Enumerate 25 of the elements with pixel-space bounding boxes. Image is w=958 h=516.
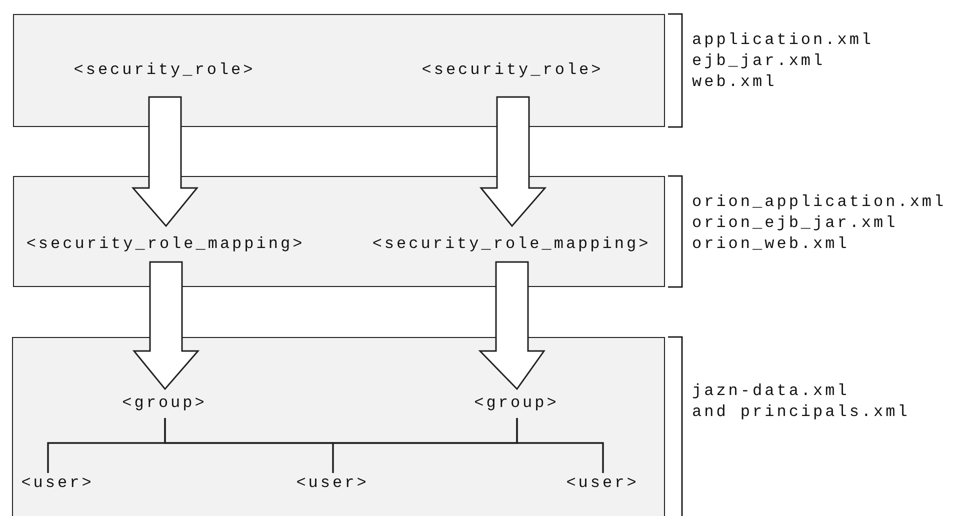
node-label: <security_role_mapping> xyxy=(364,226,660,262)
layer-band xyxy=(13,176,665,287)
file-name: application.xml xyxy=(692,30,874,51)
connector-line xyxy=(516,418,604,473)
node-label: <security_role_mapping> xyxy=(20,226,312,262)
file-name: orion_application.xml xyxy=(692,192,946,213)
block-arrow xyxy=(479,96,547,228)
file-name: orion_web.xml xyxy=(692,234,850,255)
block-arrow xyxy=(131,96,199,228)
layer-band xyxy=(13,14,665,127)
layer-band xyxy=(12,337,665,516)
file-name: web.xml xyxy=(692,72,777,93)
block-arrow xyxy=(132,261,200,390)
node-label: <user> xyxy=(18,472,98,498)
file-name: and principals.xml xyxy=(692,402,910,423)
node-label: <user> xyxy=(292,472,372,498)
node-label: <user> xyxy=(562,472,642,498)
node-label: <group> xyxy=(114,388,214,418)
file-name: jazn-data.xml xyxy=(692,381,850,402)
node-label: <security_role> xyxy=(408,60,618,96)
block-arrow xyxy=(478,261,546,390)
node-label: <security_role> xyxy=(60,60,270,96)
node-label: <group> xyxy=(466,388,566,418)
file-name: ejb_jar.xml xyxy=(692,51,826,72)
file-name: orion_ejb_jar.xml xyxy=(692,213,898,234)
